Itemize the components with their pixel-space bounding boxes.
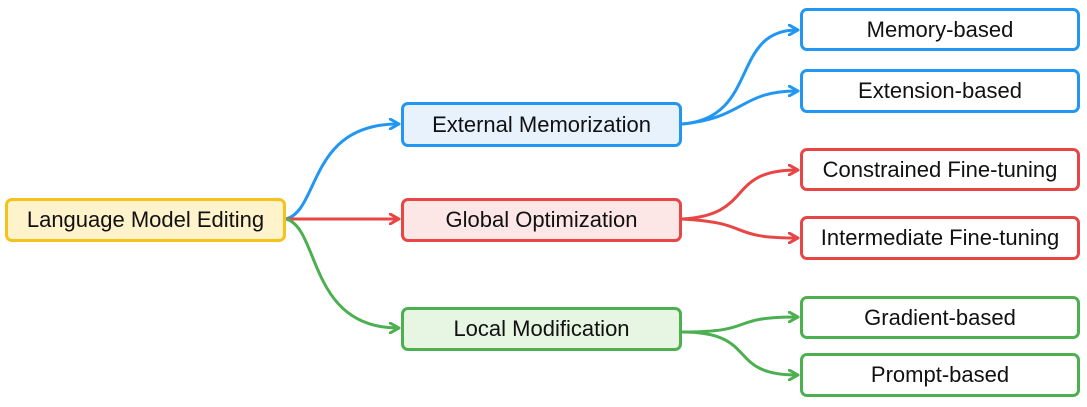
leaf-node-memory-based: Memory-based xyxy=(800,8,1080,51)
leaf-node-label: Prompt-based xyxy=(870,362,1010,387)
leaf-node-intermediate-fine-tuning: Intermediate Fine-tuning xyxy=(800,216,1080,260)
leaf-node-label: Gradient-based xyxy=(864,304,1016,330)
leaf-node-extension-based: Extension-based xyxy=(800,69,1080,113)
edge-global-optimization-to-constrained-fine-tuning xyxy=(681,170,797,221)
leaf-node-label: Intermediate Fine-tuning xyxy=(820,225,1060,250)
edge-local-modification-to-gradient-based xyxy=(681,317,797,334)
edge-root-to-external-memorization xyxy=(285,124,398,221)
leaf-node-gradient-based: Gradient-based xyxy=(800,296,1080,339)
leaf-node-label: Extension-based xyxy=(858,78,1022,103)
root-node-language-model-editing: Language Model Editing xyxy=(5,198,286,242)
edge-external-memorization-to-extension-based xyxy=(681,91,797,126)
branch-node-global-optimization: Global Optimization xyxy=(401,198,682,242)
leaf-node-label: Memory-based xyxy=(866,16,1014,42)
leaf-node-prompt-based: Prompt-based xyxy=(800,353,1080,397)
edge-root-to-local-modification xyxy=(285,217,398,328)
branch-node-label: Global Optimization xyxy=(445,207,638,232)
leaf-node-constrained-fine-tuning: Constrained Fine-tuning xyxy=(800,148,1080,191)
branch-node-label: Local Modification xyxy=(453,316,630,341)
root-node-label: Language Model Editing xyxy=(26,207,265,232)
branch-node-local-modification: Local Modification xyxy=(401,307,682,351)
leaf-node-label: Constrained Fine-tuning xyxy=(822,156,1058,182)
edge-external-memorization-to-memory-based xyxy=(681,30,797,126)
edge-local-modification-to-prompt-based xyxy=(681,330,797,375)
edge-global-optimization-to-intermediate-fine-tuning xyxy=(681,217,797,238)
branch-node-label: External Memorization xyxy=(432,111,651,137)
branch-node-external-memorization: External Memorization xyxy=(401,102,682,147)
